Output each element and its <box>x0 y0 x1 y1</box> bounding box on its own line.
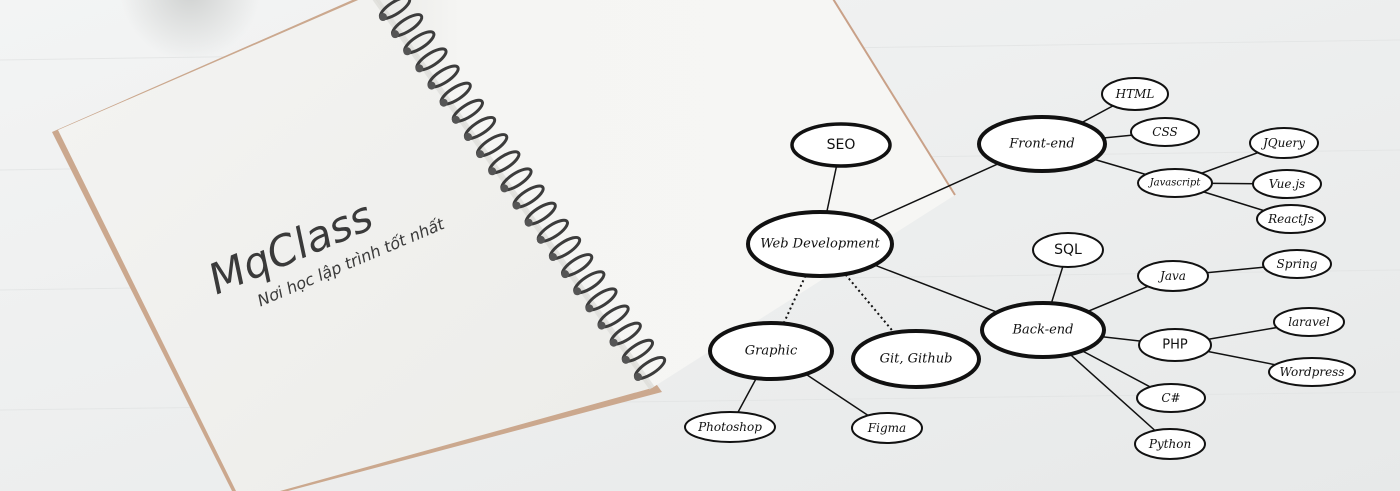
spiral-hole <box>524 218 533 227</box>
node-css-ellipse <box>1130 117 1200 147</box>
node-photoshop: Photoshop <box>684 411 776 443</box>
node-javascript-label: Javascript <box>1148 178 1202 189</box>
node-wordpress-ellipse <box>1268 357 1356 387</box>
spiral-hole <box>561 270 570 279</box>
node-web-label: Web Development <box>760 237 880 252</box>
node-java-label: Java <box>1157 269 1186 283</box>
node-web-ellipse <box>746 210 894 278</box>
node-java-ellipse <box>1137 260 1209 292</box>
node-reactjs: ReactJs <box>1256 204 1326 234</box>
spiral-hole <box>415 64 424 73</box>
spiral-hole <box>634 373 642 381</box>
node-web: Web Development <box>746 210 894 278</box>
spiral-hole <box>549 253 557 261</box>
spiral-hole <box>488 167 497 176</box>
node-backend: Back-end <box>980 301 1106 359</box>
node-figma-ellipse <box>851 412 923 444</box>
node-frontend: Front-end <box>977 115 1107 173</box>
notebook-right-edge <box>832 0 956 196</box>
spiral-binding <box>378 0 667 381</box>
node-javascript-ellipse <box>1137 168 1213 198</box>
notebook-left-page <box>58 0 652 491</box>
node-vuejs: Vue.js <box>1252 169 1322 199</box>
node-laravel-label: laravel <box>1288 315 1330 329</box>
spiral-hole <box>512 201 521 210</box>
spiral-hole <box>464 133 472 141</box>
node-html: HTML <box>1101 77 1169 111</box>
node-php-ellipse <box>1138 328 1212 362</box>
node-spring-ellipse <box>1262 249 1332 279</box>
node-css: CSS <box>1130 117 1200 147</box>
spiral-hole <box>439 98 448 107</box>
node-sql: SQL <box>1032 232 1104 268</box>
spiral-hole <box>621 355 630 364</box>
node-wordpress-label: Wordpress <box>1280 365 1345 379</box>
node-backend-ellipse <box>980 301 1106 359</box>
node-graphic-label: Graphic <box>745 344 798 359</box>
node-git-ellipse <box>851 329 981 389</box>
node-css-label: CSS <box>1152 125 1177 139</box>
node-vuejs-label: Vue.js <box>1269 177 1305 191</box>
node-reactjs-ellipse <box>1256 204 1326 234</box>
node-graphic: Graphic <box>708 321 834 381</box>
node-sql-ellipse <box>1032 232 1104 268</box>
node-backend-label: Back-end <box>1011 323 1073 338</box>
node-figma: Figma <box>851 412 923 444</box>
node-vuejs-ellipse <box>1252 169 1322 199</box>
node-jquery-ellipse <box>1249 127 1319 159</box>
node-csharp: C# <box>1136 383 1206 413</box>
spiral-hole <box>476 150 485 159</box>
node-csharp-ellipse <box>1136 383 1206 413</box>
node-javascript: Javascript <box>1137 168 1213 198</box>
notebook <box>52 0 956 491</box>
node-laravel-ellipse <box>1273 307 1345 337</box>
spiral-hole <box>585 304 594 313</box>
node-php-label: PHP <box>1162 338 1188 353</box>
node-laravel: laravel <box>1273 307 1345 337</box>
node-frontend-ellipse <box>977 115 1107 173</box>
notebook-spine <box>372 0 655 390</box>
node-seo-ellipse <box>790 122 892 168</box>
node-wordpress: Wordpress <box>1268 357 1356 387</box>
node-spring-label: Spring <box>1277 257 1318 271</box>
spiral-hole <box>427 81 436 90</box>
spiral-hole <box>573 287 582 296</box>
node-git-label: Git, Github <box>880 352 953 367</box>
spiral-hole <box>597 321 606 330</box>
spiral-hole <box>609 338 618 347</box>
node-seo-label: SEO <box>827 137 856 153</box>
spiral-hole <box>379 13 387 21</box>
node-html-label: HTML <box>1115 87 1155 101</box>
node-git: Git, Github <box>851 329 981 389</box>
spiral-hole <box>451 115 460 124</box>
node-php: PHP <box>1138 328 1212 362</box>
mindmap-nodes: Web Development SEO Front-end HTML CSS Javasc… <box>684 77 1356 460</box>
node-python-label: Python <box>1148 437 1191 451</box>
node-jquery-label: JQuery <box>1260 136 1305 150</box>
spiral-hole <box>403 47 412 56</box>
spiral-hole <box>500 184 509 193</box>
node-seo: SEO <box>790 122 892 168</box>
spiral-hole <box>536 235 545 244</box>
cup-shadow <box>120 0 260 60</box>
node-graphic-ellipse <box>708 321 834 381</box>
spiral-hole <box>391 30 400 39</box>
notebook-right-page <box>376 0 955 388</box>
node-html-ellipse <box>1101 77 1169 111</box>
node-photoshop-label: Photoshop <box>697 420 762 434</box>
node-jquery: JQuery <box>1249 127 1319 159</box>
node-figma-label: Figma <box>867 421 906 435</box>
node-java: Java <box>1137 260 1209 292</box>
node-python: Python <box>1134 428 1206 460</box>
node-reactjs-label: ReactJs <box>1267 212 1314 226</box>
node-python-ellipse <box>1134 428 1206 460</box>
node-spring: Spring <box>1262 249 1332 279</box>
node-csharp-label: C# <box>1161 391 1180 405</box>
node-frontend-label: Front-end <box>1008 137 1074 152</box>
node-sql-label: SQL <box>1054 242 1082 258</box>
node-photoshop-ellipse <box>684 411 776 443</box>
